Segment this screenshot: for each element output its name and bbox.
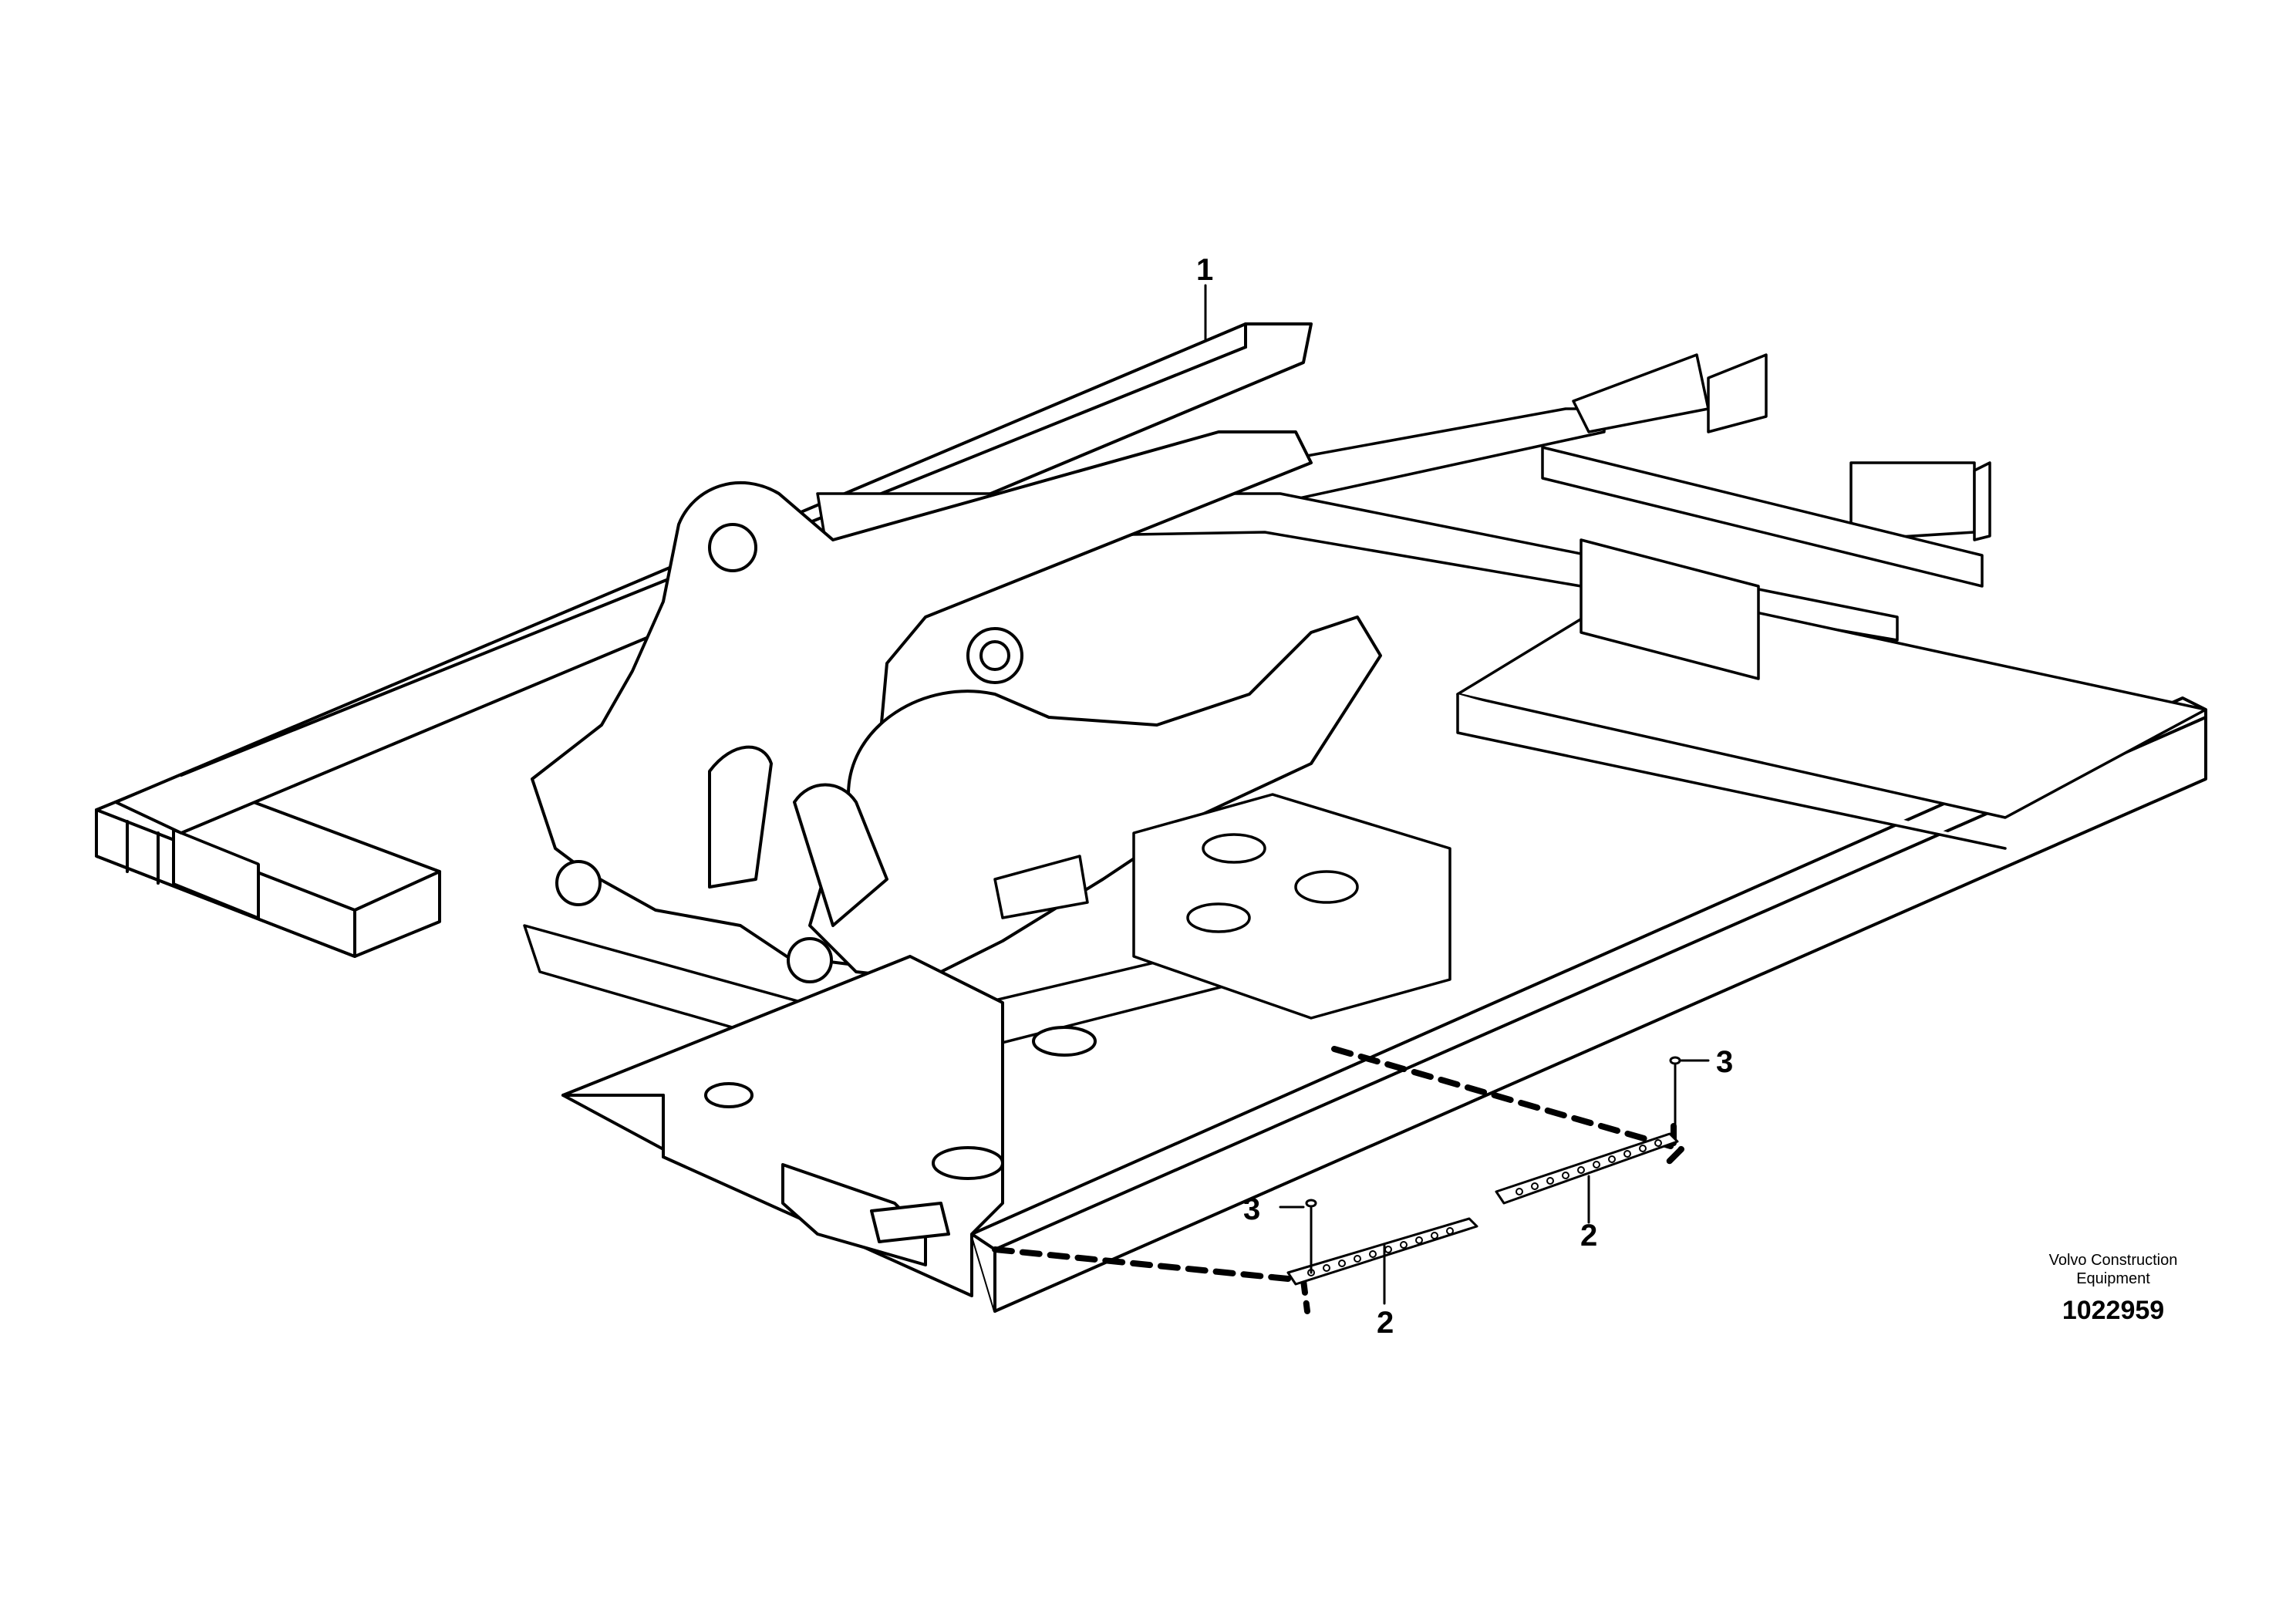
callout-3-screw-left: 3 xyxy=(1243,1192,1261,1226)
screw-right xyxy=(1669,1056,1681,1135)
publisher-line-1: Volvo Construction xyxy=(2048,1252,2178,1269)
callout-2-step-plate-left: 2 xyxy=(1377,1306,1394,1340)
front-left-box xyxy=(561,955,1097,1297)
screw-left xyxy=(1305,1199,1317,1274)
right-deck xyxy=(1456,446,2207,850)
callout-2-step-plate-right: 2 xyxy=(1580,1219,1598,1253)
boom-foot-bracket xyxy=(531,430,1382,983)
leader-lines xyxy=(1204,284,1710,1305)
step-plate-right xyxy=(1495,1132,1679,1205)
step-plate-left xyxy=(1286,1217,1478,1286)
illustration-number: 1022959 xyxy=(2062,1296,2165,1325)
callout-1-frame: 1 xyxy=(1196,253,1214,287)
publisher-credit: Volvo Construction Equipment xyxy=(2013,1251,2213,1288)
callout-3-screw-right: 3 xyxy=(1716,1045,1734,1079)
publisher-line-2: Equipment xyxy=(2076,1270,2150,1287)
